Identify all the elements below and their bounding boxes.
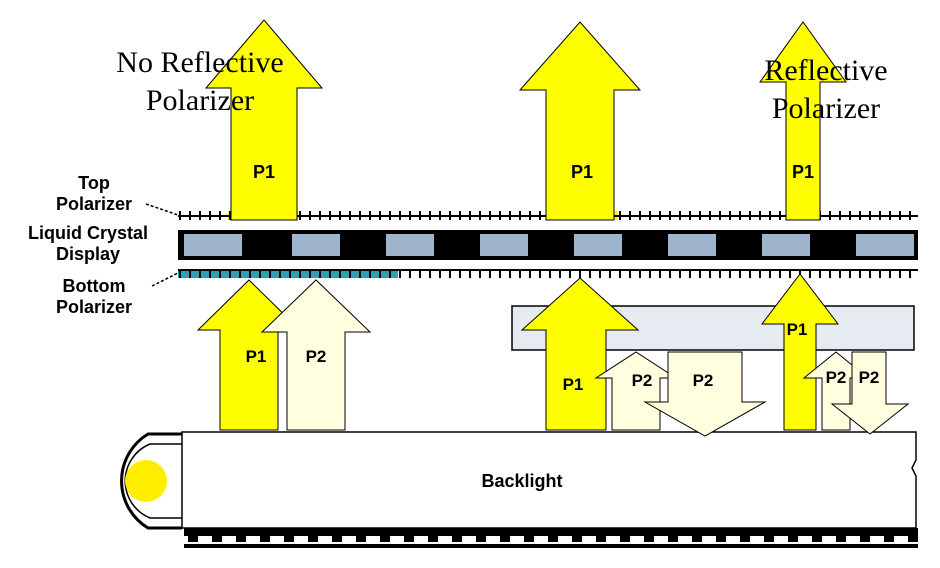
p2-label: P2 bbox=[859, 368, 880, 387]
p1-arrow-right-upper bbox=[759, 21, 847, 221]
reflective-label-line2: Polarizer bbox=[772, 92, 880, 125]
bottom-polarizer-leader bbox=[151, 272, 179, 287]
p2-arrow-left-lower bbox=[260, 279, 372, 431]
p2-arrow-right-down bbox=[830, 351, 910, 435]
bottom-polarizer-label-line2: Polarizer bbox=[56, 297, 132, 317]
backlight-unit bbox=[120, 431, 918, 548]
p2-label: P2 bbox=[826, 368, 847, 387]
p2-label: P2 bbox=[306, 347, 327, 366]
no-reflective-label-line1: No Reflective bbox=[116, 46, 283, 79]
lamp-icon bbox=[125, 460, 167, 502]
lcd-cell bbox=[574, 234, 622, 256]
top-polarizer-label-line2: Polarizer bbox=[56, 194, 132, 214]
bottom-polarizer-layer bbox=[178, 269, 918, 278]
lcd-layer bbox=[178, 230, 918, 260]
p2-arrow-mid-up bbox=[594, 351, 678, 431]
p1-label: P1 bbox=[253, 162, 275, 182]
p1-arrow-left-lower bbox=[196, 279, 302, 431]
backlight-label: Backlight bbox=[481, 471, 562, 491]
lcd-cell bbox=[856, 234, 914, 256]
lcd-label-line2: Display bbox=[56, 244, 120, 264]
lcd-label-line1: Liquid Crystal bbox=[28, 223, 148, 243]
p1-arrow-mid-upper bbox=[518, 21, 642, 221]
reflective-label-line1: Reflective bbox=[764, 54, 887, 87]
p1-arrow-left-upper bbox=[204, 19, 324, 221]
backlight-reflector bbox=[184, 528, 918, 542]
p2-label: P2 bbox=[632, 371, 653, 390]
bottom-polarizer-label-line1: Bottom bbox=[63, 276, 126, 296]
p2-arrow-mid-down bbox=[643, 351, 767, 437]
top-polarizer-label-line1: Top bbox=[78, 173, 110, 193]
bottom-polarizer-active-segment bbox=[178, 269, 398, 278]
lcd-cell bbox=[386, 234, 434, 256]
lcd-cell bbox=[480, 234, 528, 256]
lcd-cell bbox=[762, 234, 810, 256]
lcd-cell bbox=[292, 234, 340, 256]
lamp-housing bbox=[120, 432, 182, 530]
p1-label: P1 bbox=[246, 347, 267, 366]
layer-labels: Top Polarizer Liquid Crystal Display Bot… bbox=[28, 173, 148, 317]
lcd-cell bbox=[184, 234, 242, 256]
p1-arrow-mid-lower bbox=[520, 277, 640, 431]
p1-label: P1 bbox=[787, 320, 808, 339]
p2-label: P2 bbox=[693, 371, 714, 390]
no-reflective-label-line2: Polarizer bbox=[146, 84, 254, 117]
p1-label: P1 bbox=[563, 375, 584, 394]
p1-arrow-right-lower bbox=[760, 273, 840, 431]
top-polarizer-leader bbox=[145, 203, 179, 216]
p1-label: P1 bbox=[792, 162, 814, 182]
p1-label: P1 bbox=[571, 162, 593, 182]
lcd-cell bbox=[668, 234, 716, 256]
